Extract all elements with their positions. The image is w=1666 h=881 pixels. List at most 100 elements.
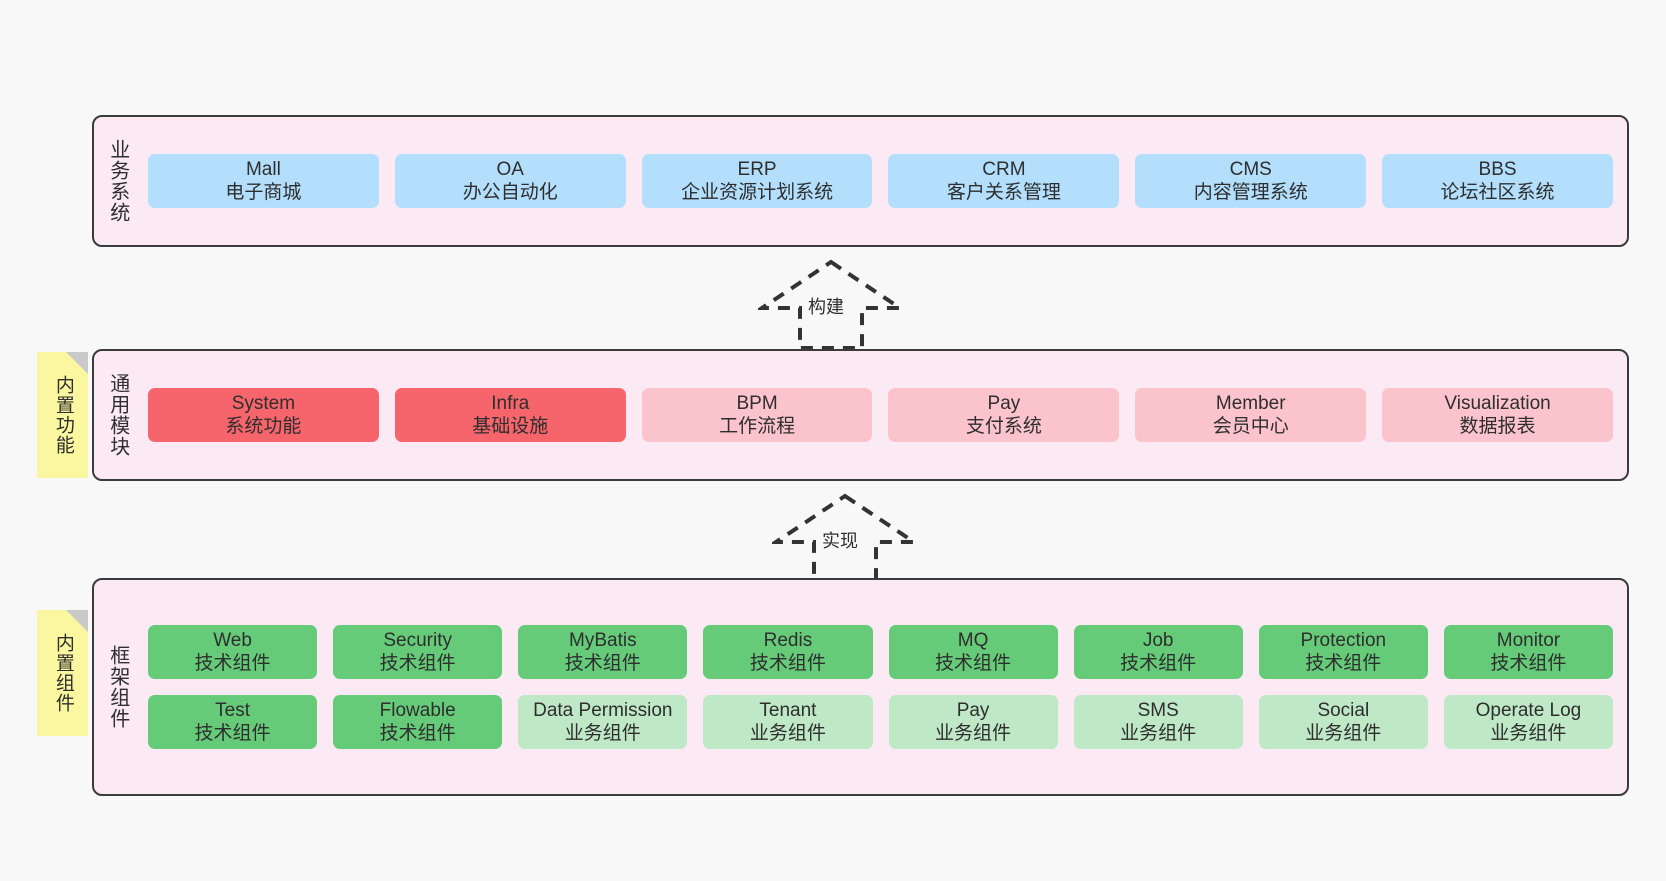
card-subtitle: 数据报表 — [1459, 416, 1536, 437]
card-job[interactable]: Job 技术组件 — [1073, 624, 1243, 679]
note-builtin-component: 内置组件 — [37, 610, 88, 736]
layer-business-system-label: 业务系统 — [106, 139, 129, 223]
card-title: SMS — [1137, 700, 1179, 721]
card-subtitle: 技术组件 — [1490, 652, 1567, 674]
card-title: Social — [1317, 700, 1370, 721]
card-subtitle: 业务组件 — [1120, 723, 1197, 745]
card-monitor[interactable]: Monitor 技术组件 — [1443, 624, 1613, 679]
card-security[interactable]: Security 技术组件 — [333, 624, 503, 679]
card-title: Monitor — [1496, 629, 1561, 651]
card-subtitle: 业务组件 — [935, 723, 1012, 745]
card-title: Mall — [245, 158, 281, 180]
card-subtitle: 电子商城 — [225, 182, 302, 203]
card-redis[interactable]: Redis 技术组件 — [703, 624, 873, 679]
layer-framework-component-body: Web 技术组件 Security 技术组件 MyBatis 技术组件 Redi… — [140, 580, 1627, 794]
layer-common-module-body: System 系统功能 Infra 基础设施 BPM 工作流程 Pay 支付系统… — [140, 351, 1627, 479]
card-subtitle: 技术组件 — [1120, 652, 1197, 674]
card-title: OA — [496, 158, 524, 180]
card-protection[interactable]: Protection 技术组件 — [1258, 624, 1428, 679]
card-oa[interactable]: OA 办公自动化 — [394, 153, 626, 209]
note-fold-corner-icon — [66, 610, 88, 632]
card-title: BPM — [736, 392, 778, 414]
card-subtitle: 技术组件 — [194, 652, 271, 674]
card-title: CMS — [1229, 158, 1272, 180]
card-data-permission[interactable]: Data Permission 业务组件 — [518, 695, 688, 750]
card-subtitle: 工作流程 — [719, 416, 796, 437]
card-subtitle: 客户关系管理 — [946, 182, 1061, 203]
note-builtin-function: 内置功能 — [37, 352, 88, 478]
card-subtitle: 系统功能 — [225, 416, 302, 437]
layer-framework-component-label: 框架组件 — [106, 645, 129, 729]
card-title: Flowable — [379, 700, 456, 721]
card-subtitle: 内容管理系统 — [1193, 182, 1308, 203]
card-row: System 系统功能 Infra 基础设施 BPM 工作流程 Pay 支付系统… — [148, 387, 1613, 443]
card-sms[interactable]: SMS 业务组件 — [1073, 695, 1243, 750]
card-subtitle: 技术组件 — [379, 723, 456, 745]
card-title: Pay — [956, 700, 990, 721]
card-title: Pay — [987, 392, 1021, 414]
card-title: Tenant — [759, 700, 817, 721]
layer-business-system-body: Mall 电子商城 OA 办公自动化 ERP 企业资源计划系统 CRM 客户关系… — [140, 117, 1627, 245]
card-mall[interactable]: Mall 电子商城 — [148, 153, 379, 209]
card-title: MQ — [957, 629, 989, 651]
card-subtitle: 技术组件 — [1305, 652, 1382, 674]
card-bbs[interactable]: BBS 论坛社区系统 — [1382, 153, 1613, 209]
card-title: Redis — [763, 629, 813, 651]
card-pay[interactable]: Pay 支付系统 — [888, 387, 1120, 443]
card-subtitle: 技术组件 — [564, 652, 641, 674]
card-subtitle: 业务组件 — [564, 723, 641, 745]
layer-business-system: 业务系统 Mall 电子商城 OA 办公自动化 ERP 企业资源计划系统 CRM… — [92, 115, 1629, 247]
card-mybatis[interactable]: MyBatis 技术组件 — [518, 624, 688, 679]
card-test[interactable]: Test 技术组件 — [148, 695, 318, 750]
card-title: Operate Log — [1475, 700, 1582, 721]
card-system[interactable]: System 系统功能 — [148, 387, 379, 443]
card-crm[interactable]: CRM 客户关系管理 — [888, 153, 1120, 209]
card-web[interactable]: Web 技术组件 — [148, 624, 318, 679]
arrow-build-label: 构建 — [808, 297, 844, 317]
card-title: Infra — [491, 392, 530, 414]
note-text: 内置功能 — [52, 375, 74, 455]
card-row: Web 技术组件 Security 技术组件 MyBatis 技术组件 Redi… — [148, 624, 1613, 679]
card-subtitle: 技术组件 — [194, 723, 271, 745]
card-title: Job — [1142, 629, 1174, 651]
card-flowable[interactable]: Flowable 技术组件 — [333, 695, 503, 750]
card-bpm[interactable]: BPM 工作流程 — [641, 387, 873, 443]
card-subtitle: 支付系统 — [965, 416, 1042, 437]
card-title: ERP — [737, 158, 777, 180]
card-subtitle: 办公自动化 — [462, 182, 558, 203]
card-row: Mall 电子商城 OA 办公自动化 ERP 企业资源计划系统 CRM 客户关系… — [148, 153, 1613, 209]
card-title: Web — [213, 629, 252, 651]
card-social[interactable]: Social 业务组件 — [1258, 695, 1428, 750]
card-pay-business[interactable]: Pay 业务组件 — [888, 695, 1058, 750]
card-visualization[interactable]: Visualization 数据报表 — [1382, 387, 1613, 443]
card-title: CRM — [982, 158, 1026, 180]
card-erp[interactable]: ERP 企业资源计划系统 — [641, 153, 873, 209]
card-cms[interactable]: CMS 内容管理系统 — [1135, 153, 1367, 209]
note-fold-corner-icon — [66, 352, 88, 374]
card-title: Test — [215, 700, 250, 721]
card-title: Member — [1215, 392, 1286, 414]
card-row: Test 技术组件 Flowable 技术组件 Data Permission … — [148, 695, 1613, 750]
card-subtitle: 业务组件 — [1490, 723, 1567, 745]
card-title: MyBatis — [569, 629, 637, 651]
note-text: 内置组件 — [52, 633, 74, 713]
card-subtitle: 技术组件 — [749, 652, 826, 674]
layer-common-module: 通用模块 System 系统功能 Infra 基础设施 BPM 工作流程 Pay… — [92, 349, 1629, 481]
card-title: BBS — [1478, 158, 1517, 180]
card-mq[interactable]: MQ 技术组件 — [888, 624, 1058, 679]
card-subtitle: 业务组件 — [1305, 723, 1382, 745]
card-title: Visualization — [1444, 392, 1551, 414]
card-tenant[interactable]: Tenant 业务组件 — [703, 695, 873, 750]
card-infra[interactable]: Infra 基础设施 — [394, 387, 626, 443]
card-subtitle: 会员中心 — [1212, 416, 1289, 437]
card-title: System — [231, 392, 296, 414]
layer-framework-component: 框架组件 Web 技术组件 Security 技术组件 MyBatis 技术组件… — [92, 578, 1629, 796]
card-subtitle: 技术组件 — [935, 652, 1012, 674]
card-operate-log[interactable]: Operate Log 业务组件 — [1443, 695, 1613, 750]
arrow-implement-label: 实现 — [822, 531, 858, 551]
layer-common-module-label: 通用模块 — [106, 373, 129, 457]
card-subtitle: 业务组件 — [749, 723, 826, 745]
card-subtitle: 企业资源计划系统 — [681, 182, 834, 203]
card-member[interactable]: Member 会员中心 — [1135, 387, 1367, 443]
